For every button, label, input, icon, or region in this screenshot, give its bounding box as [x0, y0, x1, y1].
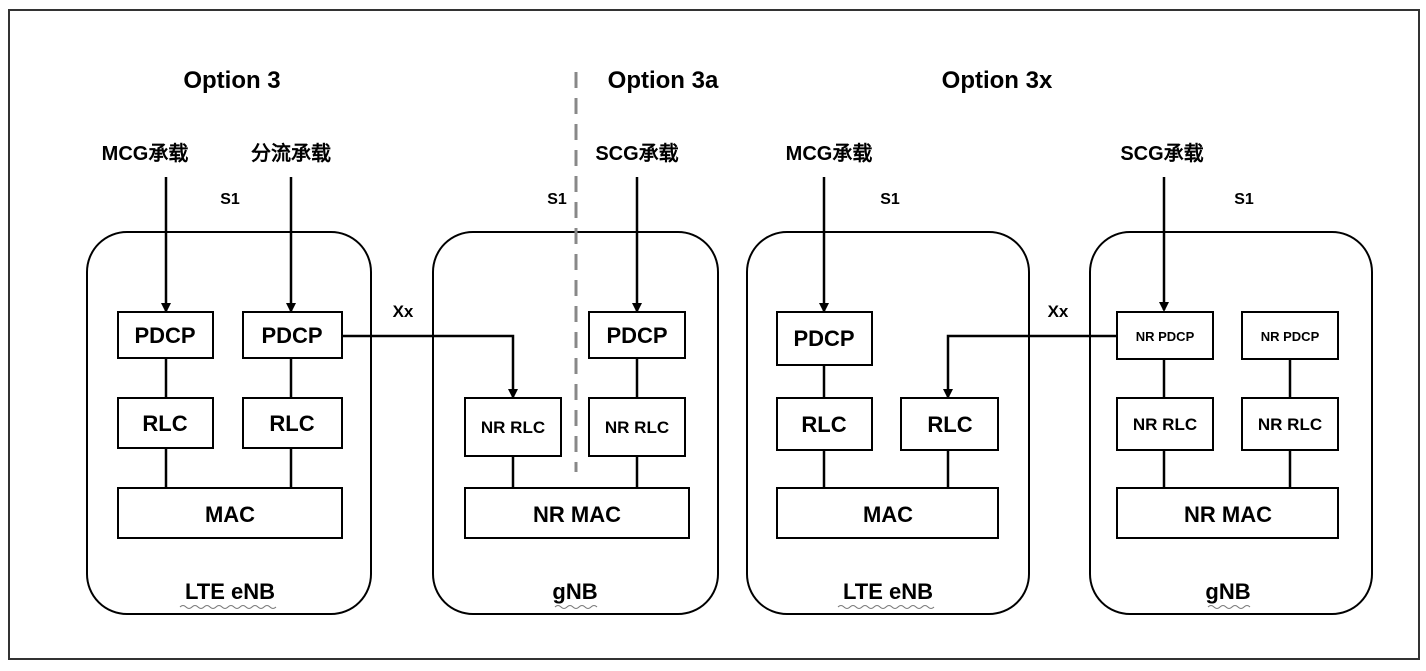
- mac-box: MAC: [117, 487, 343, 539]
- pdcp-label: PDCP: [134, 323, 195, 348]
- rlc-box: RLC: [776, 397, 873, 451]
- nr-rlc-label: NR RLC: [1133, 415, 1197, 434]
- mac-label: MAC: [205, 502, 255, 527]
- mcg-bearer-label: MCG承载: [102, 141, 189, 165]
- nr-rlc-box: NR RLC: [1241, 397, 1339, 451]
- option3a-title: Option 3a: [608, 67, 719, 94]
- nr-mac-label: NR MAC: [1184, 502, 1272, 527]
- label-underline: [1207, 605, 1251, 609]
- xx-scg-split-arrow: [943, 334, 1117, 399]
- nr-rlc-label: NR RLC: [1258, 415, 1322, 434]
- gnb-label: gNB: [1205, 579, 1250, 604]
- label-underline: [179, 605, 277, 609]
- rlc-box: RLC: [242, 397, 343, 449]
- mcg-bearer-label-2: MCG承载: [786, 141, 873, 165]
- xx-interface-label: Xx: [1048, 302, 1069, 321]
- rlc-label: RLC: [142, 411, 187, 436]
- mac-label: MAC: [863, 502, 913, 527]
- s1-label: S1: [547, 191, 567, 208]
- xx-interface-label: Xx: [393, 302, 414, 321]
- s1-label: S1: [1234, 191, 1254, 208]
- xx-split-arrow: [342, 334, 518, 399]
- pdcp-label: PDCP: [606, 323, 667, 348]
- nr-rlc-box: NR RLC: [588, 397, 686, 457]
- split-bearer-label: 分流承载: [251, 141, 331, 165]
- pdcp-label: PDCP: [261, 323, 322, 348]
- nr-rlc-box: NR RLC: [1116, 397, 1214, 451]
- nr-pdcp-label: NR PDCP: [1261, 329, 1320, 344]
- label-underline: [837, 605, 935, 609]
- outer-frame: [8, 9, 1420, 660]
- pdcp-box: PDCP: [776, 311, 873, 366]
- rlc-box: RLC: [117, 397, 214, 449]
- label-underline: [554, 605, 598, 609]
- scg-bearer-label: SCG承载: [595, 141, 678, 165]
- rlc-label: RLC: [927, 412, 972, 437]
- s1-label: S1: [220, 191, 240, 208]
- nr-pdcp-label: NR PDCP: [1136, 329, 1195, 344]
- option3x-title: Option 3x: [942, 67, 1053, 94]
- nr-mac-label: NR MAC: [533, 502, 621, 527]
- nr-mac-box: NR MAC: [1116, 487, 1339, 539]
- nr-pdcp-box: NR PDCP: [1241, 311, 1339, 360]
- nr-mac-box: NR MAC: [464, 487, 690, 539]
- mac-box: MAC: [776, 487, 999, 539]
- pdcp-box: PDCP: [117, 311, 214, 359]
- pdcp-box: PDCP: [588, 311, 686, 359]
- nr-rlc-label: NR RLC: [481, 418, 545, 437]
- option3-title: Option 3: [183, 67, 280, 94]
- lte-enb-label: LTE eNB: [185, 579, 275, 604]
- pdcp-label: PDCP: [793, 326, 854, 351]
- scg-bearer-label-2: SCG承载: [1120, 141, 1203, 165]
- lte-enb-label: LTE eNB: [843, 579, 933, 604]
- nr-rlc-label: NR RLC: [605, 418, 669, 437]
- nr-rlc-box: NR RLC: [464, 397, 562, 457]
- rlc-label: RLC: [269, 411, 314, 436]
- rlc-label: RLC: [801, 412, 846, 437]
- gnb-label: gNB: [552, 579, 597, 604]
- s1-label: S1: [880, 191, 900, 208]
- nr-pdcp-box: NR PDCP: [1116, 311, 1214, 360]
- rlc-box: RLC: [900, 397, 999, 451]
- pdcp-box: PDCP: [242, 311, 343, 359]
